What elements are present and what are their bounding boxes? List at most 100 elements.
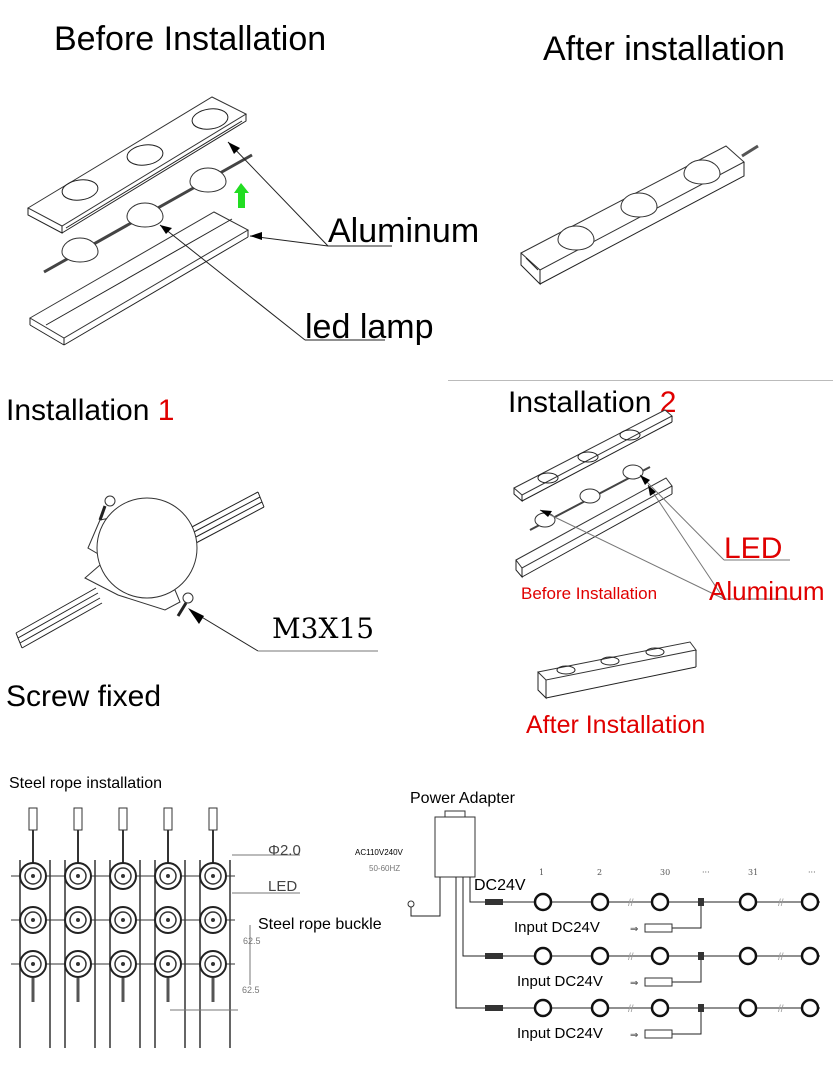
break-mark: // <box>778 952 784 963</box>
led-pixel-node <box>738 892 758 912</box>
arrow-icon: ⇒ <box>630 924 638 935</box>
dimension-vertical: 62.5 <box>243 936 261 946</box>
leader-lines <box>159 141 392 341</box>
dc-output-label: DC24V <box>474 877 526 894</box>
node-number: 1 <box>539 868 544 877</box>
led-pixel-center <box>31 918 35 922</box>
chain-connector <box>485 953 503 959</box>
installation-1-title: Installation 1 <box>6 396 174 426</box>
power-adapter-box <box>434 816 476 878</box>
break-mark: // <box>778 898 784 909</box>
after-installation-title: After installation <box>543 30 785 68</box>
led-pixel-node <box>650 946 670 966</box>
before-installation-title: Before Installation <box>54 20 327 58</box>
led-dome <box>620 192 658 218</box>
led-pixel-center <box>121 962 125 966</box>
led-pixel-node <box>800 998 820 1018</box>
arrow-icon: ⇒ <box>630 978 638 989</box>
installation-2-title: Installation 2 <box>508 388 676 418</box>
ac-input-label: AC110V240V <box>355 848 403 857</box>
led-pixel-node <box>533 892 553 912</box>
screw-fixed-caption: Screw fixed <box>6 680 162 713</box>
led-dome <box>557 225 595 251</box>
before-installation-caption: Before Installation <box>521 584 658 603</box>
led-pixel-center <box>166 918 170 922</box>
led-grid-label: LED <box>268 878 298 895</box>
chain-connector <box>485 1005 503 1011</box>
aluminum-label: Aluminum <box>328 212 480 250</box>
node-number: 30 <box>660 868 670 877</box>
led-pixel-center <box>211 962 215 966</box>
led-pixel-node <box>590 892 610 912</box>
injection-wire <box>672 906 702 929</box>
injection-label: Input DC24V <box>517 973 603 990</box>
installation-2-prefix: Installation <box>508 386 660 419</box>
injection-box <box>644 923 673 933</box>
injection-box <box>644 1029 673 1039</box>
injection-box <box>644 977 673 987</box>
break-mark: // <box>628 898 634 909</box>
led-pixel-center <box>31 962 35 966</box>
led-pixel-center <box>76 874 80 878</box>
led-lamp-strip <box>43 153 253 274</box>
led-pixel-node <box>800 946 820 966</box>
break-mark: // <box>778 1004 784 1015</box>
injection-wire <box>672 960 702 983</box>
chain-connector <box>485 899 503 905</box>
led-dome <box>683 159 721 185</box>
assembled-bar-small <box>536 641 697 700</box>
led-pixel-center <box>31 874 35 878</box>
power-adapter-title: Power Adapter <box>410 790 515 807</box>
aluminum-channel <box>29 211 250 346</box>
screw-size-label: M3X15 <box>272 612 375 645</box>
tee-connector <box>698 952 704 960</box>
led-pixel-node <box>590 998 610 1018</box>
tee-connector <box>698 898 704 906</box>
break-mark: // <box>628 1004 634 1015</box>
led-pixel-center <box>166 962 170 966</box>
injection-label: Input DC24V <box>517 1025 603 1042</box>
led-lamp-node <box>189 167 227 193</box>
ac-plug-icon <box>407 900 415 908</box>
injection-label: Input DC24V <box>514 919 600 936</box>
led-module-disk <box>96 497 198 599</box>
break-mark: // <box>628 952 634 963</box>
diameter-label: Φ2.0 <box>268 842 301 859</box>
steel-rope-title: Steel rope installation <box>9 775 162 792</box>
installation-2-exploded-drawing <box>513 409 798 700</box>
led-lamp-label: led lamp <box>305 308 434 346</box>
exploded-view-drawing <box>26 96 392 346</box>
led-pixel-center <box>211 918 215 922</box>
led-pixel-center <box>211 874 215 878</box>
frequency-label: 50-60HZ <box>369 864 401 873</box>
assembled-bar-drawing <box>520 144 759 286</box>
led-pixel-center <box>76 962 80 966</box>
steel-rope-grid <box>11 807 235 1048</box>
injection-wire <box>672 1012 702 1035</box>
led-pixel-node <box>800 892 820 912</box>
led-pixel-node <box>533 946 553 966</box>
installation-1-number: 1 <box>157 394 175 427</box>
node-number: ··· <box>808 868 816 877</box>
led-pixel-center <box>76 918 80 922</box>
after-installation-caption: After Installation <box>526 711 706 739</box>
led-pixel-node <box>738 946 758 966</box>
installation-1-prefix: Installation <box>6 394 158 427</box>
led-pixel-center <box>121 874 125 878</box>
led-label: LED <box>724 532 783 565</box>
steel-rope-buckle-label: Steel rope buckle <box>258 916 382 933</box>
node-number: 2 <box>597 868 602 877</box>
led-pixel-node <box>738 998 758 1018</box>
dimension-horizontal: 62.5 <box>242 985 260 995</box>
aluminum-cover <box>26 96 248 234</box>
ribbon-cable <box>15 491 265 649</box>
section-divider <box>448 380 833 381</box>
led-pixel-node <box>533 998 553 1018</box>
aluminum-label-red: Aluminum <box>709 576 825 606</box>
tee-connector <box>698 1004 704 1012</box>
led-pixel-center <box>121 918 125 922</box>
green-up-arrow-icon <box>234 183 249 208</box>
steel-rope-dimensions <box>170 854 300 1011</box>
led-lamp-node <box>61 237 99 263</box>
